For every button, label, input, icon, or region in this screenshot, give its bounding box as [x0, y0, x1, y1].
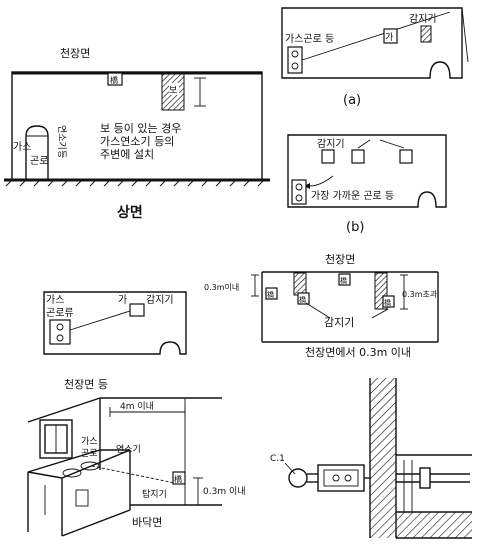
- panel-a-room: [281, 7, 463, 79]
- kitchen-window: [39, 419, 73, 459]
- mid-right-detector-ceiling: [338, 273, 351, 286]
- panel-a-detector-mark: 가: [385, 32, 393, 43]
- mid-right-detector-label: 감지기: [324, 316, 354, 329]
- kitchen-burner-2: [62, 468, 82, 478]
- bottom-left-appliance-label-1: 가스: [81, 436, 98, 447]
- mid-right-detector-wall-mark: 橋: [267, 290, 274, 299]
- panel-b-detector-3: [399, 149, 413, 164]
- mid-right-detector-2: [382, 295, 395, 308]
- bottom-right-wall-detail: C.1: [270, 378, 472, 539]
- mid-left-appliance-label-2: 곤로류: [46, 307, 74, 319]
- bottom-left-burner-label: 연소기: [116, 444, 141, 455]
- panel-a-appliance-label: 가스곤로 등: [285, 33, 334, 45]
- detector-housing: [317, 464, 365, 492]
- mid-left-stove: [49, 319, 71, 345]
- panel-b-caption: (b): [346, 220, 364, 235]
- panel-a-stove: [287, 46, 303, 74]
- kitchen-counter-top: [27, 449, 131, 479]
- top-left-room-section: 천장면 橋 보 가스 곤로 연소기 등 보 등이 있는 경우 가스연소기 등: [4, 46, 270, 221]
- mid-left-room: [43, 291, 187, 355]
- mid-right-detector-1-mark: 橋: [299, 295, 306, 304]
- panel-b-detector-label: 감지기: [317, 138, 345, 150]
- bottom-left-detector-mark: 橋: [174, 474, 182, 484]
- mid-left-detector-label: 감지기: [146, 294, 174, 306]
- panel-a-detector-label: 감지기: [409, 13, 437, 25]
- note-line-2: 가스연소기 등의: [100, 135, 174, 148]
- gas-range-label-2: 곤로: [30, 156, 48, 167]
- pipe-fitting: [419, 467, 431, 489]
- mid-right-dim-within: 0.3m이내: [204, 282, 239, 292]
- mid-left-appliance-label-1: 가스: [46, 294, 64, 306]
- mid-right-dim-over: 0.3m초과: [402, 290, 438, 299]
- mid-left-plan: 가스 곤로류 가 감지기: [43, 291, 187, 355]
- ceiling-detector-mark: 橋: [110, 75, 118, 85]
- mid-right-ceiling-label: 천장면: [325, 252, 355, 266]
- mid-right-beam-1: [293, 272, 307, 296]
- panel-b-stove: [291, 179, 307, 205]
- bottom-left-ceiling-label: 천장면 등: [64, 377, 108, 391]
- panel-a-hatched-block: [420, 25, 432, 43]
- bottom-left-detector: [172, 471, 186, 485]
- panel-b-detector-1: [321, 149, 335, 164]
- floor-slab-hatch: [396, 512, 472, 538]
- panel-a-caption: (a): [343, 93, 361, 108]
- panel-b-arrow-left: [357, 139, 371, 149]
- mid-right-detector-wall: [265, 287, 278, 300]
- pipe-end-circle: [288, 468, 308, 488]
- kitchen-distance-line: [91, 465, 181, 485]
- top-left-ceiling-label: 천장면: [60, 46, 90, 60]
- floor-hatch: [5, 179, 265, 187]
- bottom-left-appliance-label-2: 곤로: [81, 448, 98, 459]
- panel-b-room: [287, 134, 447, 208]
- combustor-label-1: 연소기: [56, 125, 67, 150]
- mid-right-detector-1: [297, 292, 310, 305]
- gas-range-cylinder: [25, 125, 49, 180]
- panel-a: 가스곤로 등 감지기 가 (a): [281, 7, 469, 108]
- mid-right-detector-ceiling-mark: 橋: [340, 276, 347, 285]
- beam-label: 보: [169, 85, 177, 96]
- mid-right-caption: 천장면에서 0.3m 이내: [305, 345, 411, 359]
- kitchen-burner-1: [80, 461, 100, 471]
- wall-hatch: [370, 378, 396, 538]
- panel-b-detector-2: [351, 149, 365, 164]
- kitchen-counter-body: [27, 450, 131, 537]
- note-line-3: 주변에 설치: [100, 148, 154, 161]
- panel-b-arrow-right: [379, 139, 405, 149]
- bottom-right-label: C.1: [270, 454, 285, 464]
- mid-right-detector-2-mark: 橋: [384, 298, 391, 307]
- mid-right-section: 천장면 0.3m이내 橋 橋 橋 橋 0.3m초과 감지기 천장면에서 0.3m…: [204, 252, 439, 359]
- bottom-left-detector-label: 탐지기: [142, 488, 167, 500]
- mid-left-detector: [129, 303, 145, 317]
- note-line-1: 보 등이 있는 경우: [100, 122, 181, 135]
- ceiling-detector-box: [107, 72, 123, 86]
- top-left-caption: 상면: [117, 204, 143, 221]
- bottom-left-dim-vertical: 0.3m 이내: [203, 486, 246, 497]
- kitchen-ceiling-edge: [27, 397, 101, 423]
- gas-range-label-1: 가스: [13, 141, 31, 153]
- bottom-left-dim-horizontal: 4m 이내: [120, 401, 154, 412]
- panel-b-arrow-stove: [309, 175, 334, 187]
- panel-a-diagonal: [295, 11, 451, 63]
- panel-b: 감지기 가장 가까운 곤로 등 (b): [287, 134, 447, 235]
- mid-left-detector-mark: 가: [118, 294, 127, 306]
- bottom-left-floor-label: 바닥면: [132, 516, 162, 529]
- bottom-left-kitchen: 천장면 등 가스 곤로 연소기 4m 이내 橋 탐지기 0.3m 이내 바닥면: [27, 377, 246, 537]
- combustor-label-2: 등: [56, 150, 67, 158]
- panel-b-appliance-label: 가장 가까운 곤로 등: [311, 190, 394, 202]
- panel-a-detector: [383, 28, 398, 44]
- mid-left-line: [69, 310, 131, 331]
